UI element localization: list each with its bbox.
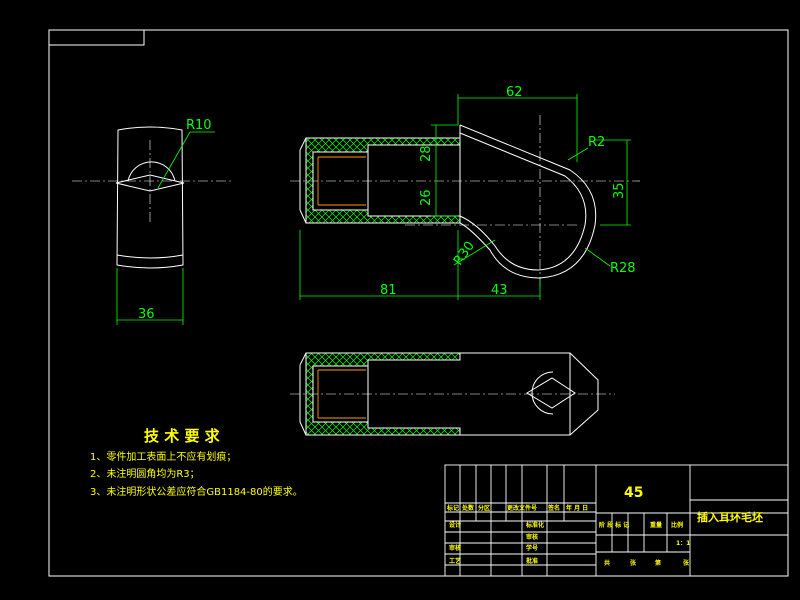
notes-item-1: 1、零件加工表面上不应有划痕；	[90, 450, 236, 463]
stage-cell: 重量	[650, 521, 662, 529]
mid-cell: 标准化	[525, 521, 544, 529]
sheet-cell: 张	[683, 559, 690, 567]
mid-cell: 批准	[526, 557, 538, 565]
header-cell: 更改文件号	[507, 504, 537, 512]
mid-cell: 审核	[526, 533, 538, 541]
dim-43: 43	[491, 283, 508, 298]
role-cell: 设计	[449, 521, 461, 529]
dim-r2: R2	[588, 135, 605, 150]
front-view-centerlines	[290, 115, 640, 290]
header-cell: 处数	[461, 504, 475, 512]
header-cell: 签名	[547, 504, 560, 512]
scale-value: 1：1	[676, 540, 690, 547]
sheet-cell: 第	[654, 559, 661, 567]
drawing-frame	[48, 29, 789, 577]
sheet-cell: 张	[630, 559, 637, 567]
front-view-dims	[299, 94, 631, 300]
notes-title: 技 术 要 求	[144, 427, 221, 445]
role-cell: 工艺	[449, 557, 461, 565]
dim-36: 36	[138, 307, 155, 322]
header-cell: 分区	[478, 504, 490, 512]
role-cell: 审核	[449, 544, 461, 552]
dim-28: 28	[419, 145, 434, 162]
sheet-cell: 共	[604, 559, 610, 567]
dim-35: 35	[612, 182, 627, 199]
part-name: 插入耳环毛坯	[697, 510, 763, 524]
title-block	[444, 464, 789, 577]
stage-cell: 比例	[671, 521, 683, 529]
notes-item-2: 2、未注明圆角均为R3；	[90, 467, 200, 480]
dim-81: 81	[380, 283, 397, 298]
material-label: 45	[624, 485, 643, 501]
front-view-outline	[367, 124, 597, 279]
dim-62: 62	[506, 85, 523, 100]
left-view-dims	[116, 131, 215, 325]
notes-item-3: 3、未注明形状公差应符合GB1184-80的要求。	[90, 485, 303, 498]
dim-26: 26	[419, 189, 434, 206]
header-cell: 标记	[446, 504, 459, 512]
dim-r10: R10	[186, 118, 212, 133]
stage-cell: 阶 段 标 记	[599, 521, 629, 529]
dim-r30: R30	[451, 239, 478, 269]
mid-cell: 学号	[526, 544, 538, 552]
header-cell: 年 月 日	[566, 504, 588, 512]
dim-r28: R28	[610, 261, 636, 276]
left-view	[115, 126, 185, 269]
left-view-centerlines	[72, 140, 232, 225]
